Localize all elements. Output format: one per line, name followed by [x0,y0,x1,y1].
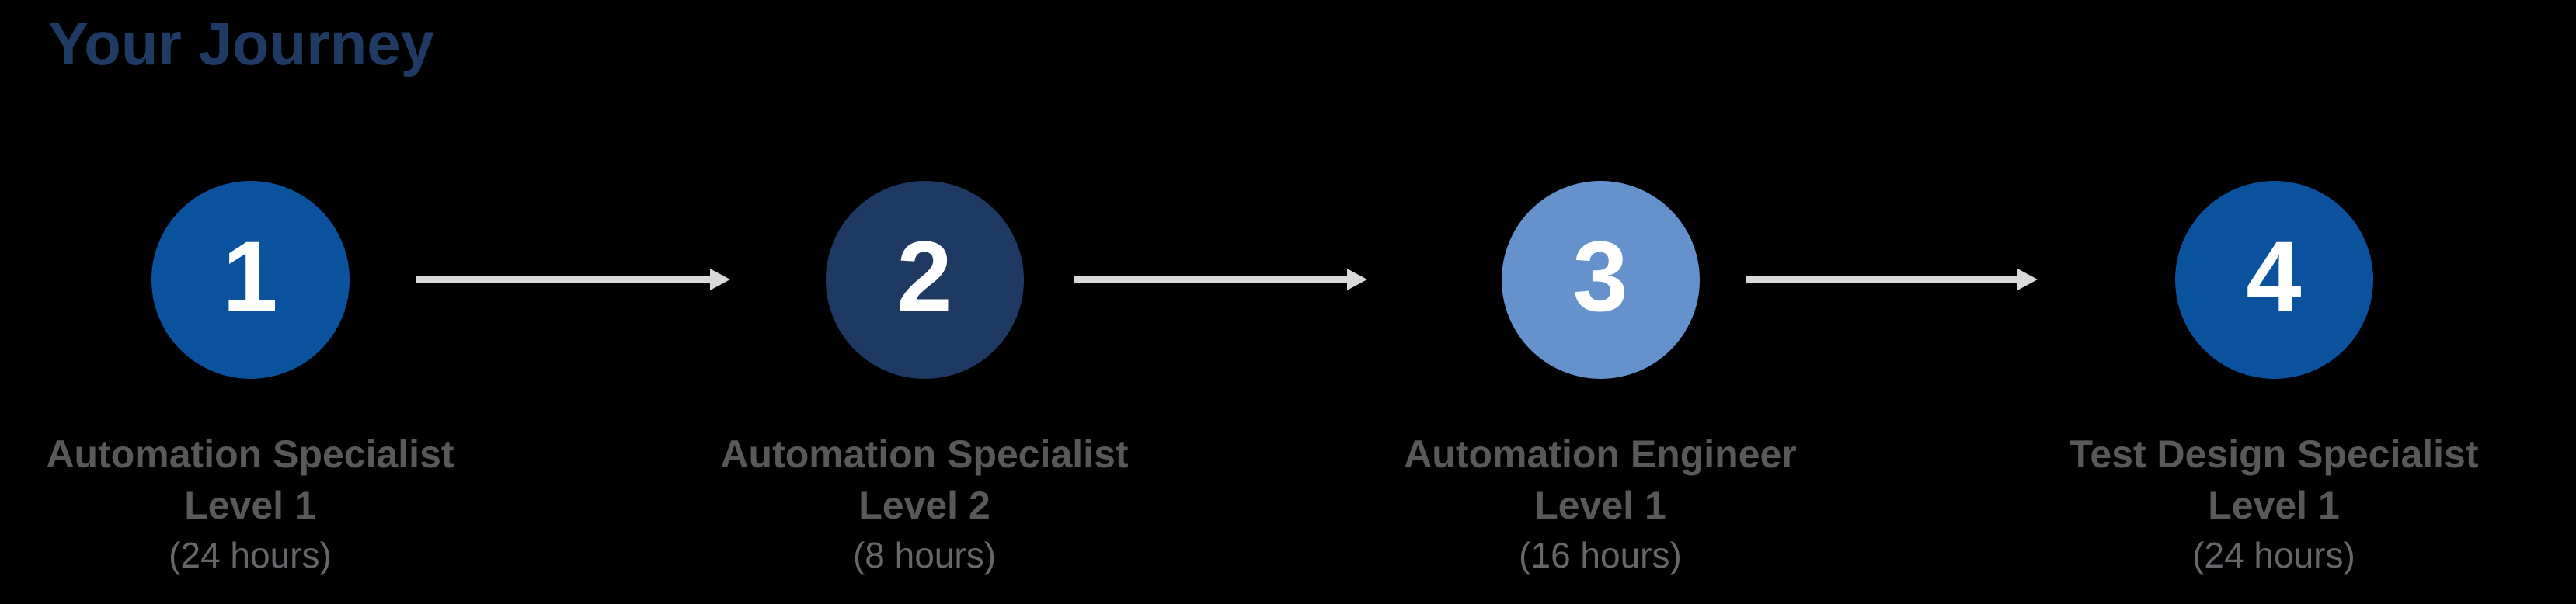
journey-step-3: 3 Automation Engineer Level 1 (16 hours) [1305,181,1895,579]
journey-step-2: 2 Automation Specialist Level 2 (8 hours… [629,181,1220,579]
arrow-shaft [416,276,710,283]
journey-step-4: 4 Test Design Specialist Level 1 (24 hou… [1979,181,2569,579]
step-title-3-line1: Automation Engineer [1404,432,1797,476]
step-duration-4: (24 hours) [2192,535,2355,575]
step-circle-2: 2 [825,181,1024,379]
step-number-1: 1 [222,220,278,332]
step-title-4: Test Design Specialist Level 1 [1979,429,2569,531]
arrow-right-icon [1347,269,1367,290]
arrow-right-icon [710,269,730,290]
step-title-1: Automation Specialist Level 1 [0,429,545,531]
arrow-connector-3 [1746,269,2038,290]
step-title-2: Automation Specialist Level 2 [629,429,1220,531]
step-title-2-line2: Level 2 [858,484,990,527]
step-title-4-line1: Test Design Specialist [2069,432,2479,476]
step-number-2: 2 [896,220,952,332]
step-duration-3: (16 hours) [1519,535,1682,575]
step-title-4-line2: Level 1 [2208,484,2340,527]
arrow-connector-1 [416,269,730,290]
step-circle-3: 3 [1501,181,1700,379]
step-title-1-line1: Automation Specialist [46,432,454,476]
step-duration-2: (8 hours) [852,535,997,575]
journey-step-1: 1 Automation Specialist Level 1 (24 hour… [0,181,545,579]
step-duration-1: (24 hours) [169,535,332,575]
arrow-shaft [1746,276,2017,283]
page-title: Your Journey [48,9,434,78]
arrow-connector-2 [1074,269,1367,290]
step-circle-4: 4 [2174,181,2373,379]
step-circle-1: 1 [151,181,350,379]
step-title-1-line2: Level 1 [184,484,316,527]
step-title-3-line2: Level 1 [1534,484,1666,527]
step-title-3: Automation Engineer Level 1 [1305,429,1895,531]
step-number-4: 4 [2246,220,2302,332]
arrow-right-icon [2017,269,2038,290]
arrow-shaft [1074,276,1347,283]
step-title-2-line1: Automation Specialist [720,432,1129,476]
step-number-3: 3 [1572,220,1628,332]
